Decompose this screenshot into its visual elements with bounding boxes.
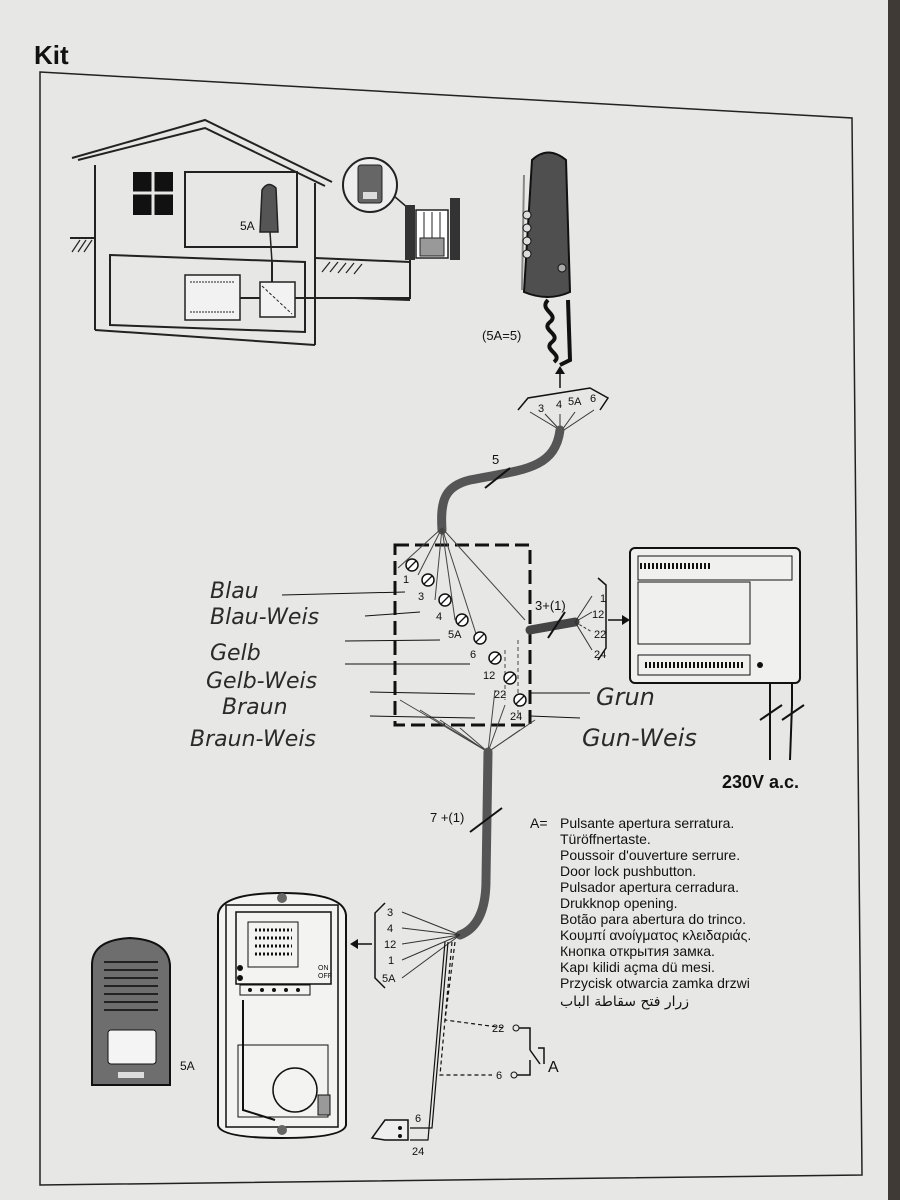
lock-button-label: A (548, 1059, 559, 1076)
top-terminal: 6 (590, 393, 596, 405)
top-terminal: 5A (568, 396, 582, 408)
legend-line: Kapı kilidi açma dü mesi. (560, 959, 715, 975)
legend-line: Pulsante apertura serratura. (560, 815, 734, 831)
panel-cable-fan (401, 911, 461, 979)
handset-equivalence: (5A=5) (482, 328, 521, 343)
panel-cable (455, 747, 493, 940)
cable-slash (484, 467, 511, 489)
psu-voltage: 230V a.c. (722, 772, 799, 792)
junction-screws (405, 558, 527, 707)
handwritten-label: Gun-Weis (582, 724, 697, 752)
legend-line: Door lock pushbutton. (560, 863, 696, 879)
top-terminal: 3 (538, 403, 544, 415)
lock-pushbutton-icon (517, 1027, 545, 1076)
legend-line: Botão para abertura do trinco. (560, 911, 746, 927)
legend: A= Pulsante apertura serratura. Türöffne… (530, 815, 751, 1010)
psu-cable-count: 3+(1) (535, 598, 566, 613)
switch-on-label: ON (318, 965, 329, 972)
junction-terminal: 1 (403, 574, 409, 586)
panel-terminal: 4 (387, 923, 393, 935)
psu-cable-fan (574, 595, 593, 651)
house-illustration (70, 118, 411, 346)
psu-terminal: 24 (594, 649, 606, 661)
lock-terminal-dot (510, 1071, 518, 1079)
handset-cable (437, 425, 565, 535)
ground-hatch (71, 239, 363, 275)
lock-terminal: 6 (496, 1070, 502, 1082)
panel-terminal: 1 (388, 955, 394, 967)
junction-terminal: 3 (418, 591, 424, 603)
mains-cable (759, 683, 805, 761)
handset-arrow-head (555, 366, 565, 374)
house-handset-label: 5A (240, 219, 255, 233)
handset-cable-count: 5 (492, 452, 499, 467)
panel-cable-count: 7 +(1) (430, 810, 464, 825)
lock-wiring (410, 941, 506, 1141)
panel-terminal: 5A (382, 973, 396, 985)
house-psu-icon (184, 274, 241, 321)
cable-slash (469, 807, 503, 833)
house-handset-icon (259, 183, 279, 263)
handwritten-leaders (281, 591, 590, 719)
junction-terminal: 12 (483, 670, 495, 682)
psu-cable (525, 617, 580, 635)
junction-terminal: 4 (436, 611, 442, 623)
strike-terminal: 6 (415, 1113, 421, 1125)
legend-line: Κουμπί ανοίγματος κλειδαριάς. (560, 927, 751, 943)
house-window (133, 172, 173, 215)
door-strike-icon (370, 1119, 409, 1141)
top-connector-bracket (517, 387, 610, 411)
junction-fan-top (397, 527, 526, 641)
handwritten-label: Blau-Weis (210, 605, 319, 630)
junction-terminal: 24 (510, 711, 522, 723)
handset-coiled-cord (543, 298, 573, 367)
house-junction-icon (259, 281, 296, 318)
handwritten-label: Gelb (210, 641, 261, 666)
door-panel-front (91, 936, 171, 1086)
junction-terminal: 22 (494, 689, 506, 701)
handwritten-label: Braun-Weis (190, 727, 316, 752)
legend-line: زرار فتح سقاطة الباب (560, 994, 689, 1010)
handwritten-label: Gelb-Weis (206, 669, 317, 694)
psu-terminal: 12 (592, 609, 604, 621)
junction-box (393, 543, 532, 727)
page-title: Kit (34, 40, 69, 70)
legend-line: Poussoir d'ouverture serrure. (560, 847, 740, 863)
door-panel-callout-icon (342, 157, 409, 213)
psu-terminal: 1 (600, 593, 606, 605)
door-panel-label: 5A (180, 1059, 195, 1073)
panel-terminal: 12 (384, 939, 396, 951)
legend-key: A= (530, 815, 548, 831)
lock-terminal: 22 (492, 1023, 504, 1035)
panel-arrow-head (350, 939, 358, 949)
psu-terminal: 22 (594, 629, 606, 641)
handset-icon (521, 151, 572, 298)
door-panel-internal (217, 891, 347, 1140)
legend-line: Pulsador apertura cerradura. (560, 879, 739, 895)
legend-line: Drukknop opening. (560, 895, 678, 911)
junction-terminal: 5A (448, 629, 462, 641)
legend-line: Кнопка открытия замка. (560, 943, 715, 959)
switch-off-label: OFF (318, 973, 332, 980)
panel-terminal-bracket (374, 902, 386, 989)
handwritten-label: Grun (596, 683, 655, 711)
legend-line: Türöffnertaste. (560, 831, 651, 847)
frame (39, 71, 863, 1186)
panel-terminal: 3 (387, 907, 393, 919)
handwritten-label: Braun (222, 695, 288, 720)
strike-terminal: 24 (412, 1146, 424, 1158)
garden-gate-icon (405, 198, 460, 260)
junction-terminal: 6 (470, 649, 476, 661)
top-terminal: 4 (556, 399, 562, 411)
handwritten-label: Blau (210, 579, 259, 604)
legend-line: Przycisk otwarcia zamka drzwi (560, 975, 750, 991)
lock-terminal-dot (512, 1024, 520, 1032)
cable-slash (547, 611, 566, 639)
psu-arrow-head (622, 615, 630, 625)
power-supply-unit (629, 547, 801, 684)
psu-terminal-bracket (597, 577, 607, 661)
